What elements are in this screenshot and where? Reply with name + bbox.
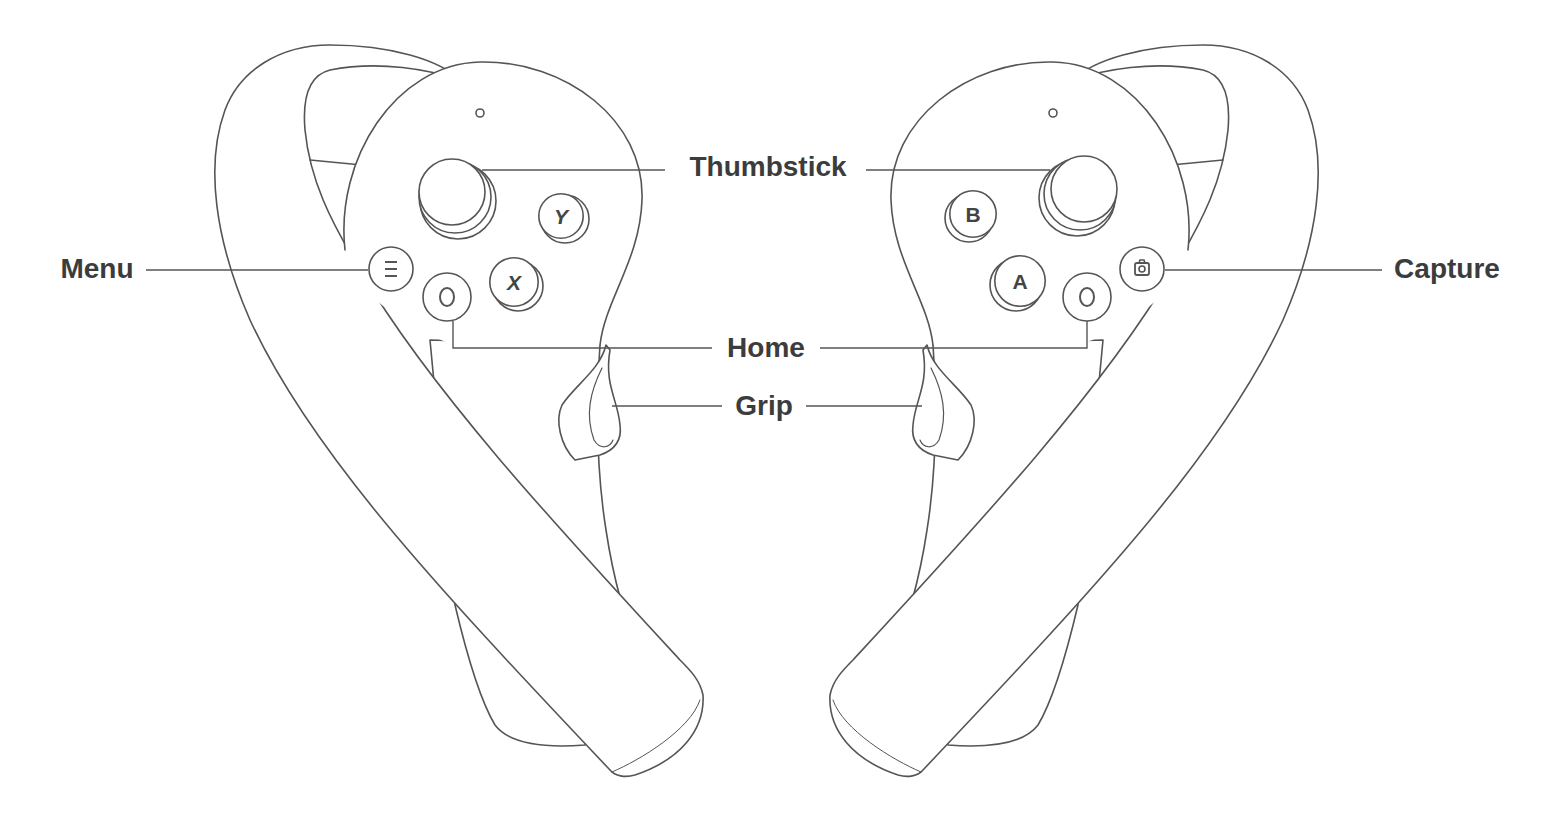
button-node: X — [489, 257, 539, 307]
button-circle — [539, 194, 583, 238]
part-name: Home — [727, 333, 805, 364]
button-circle — [995, 256, 1045, 306]
thumbstick-cap — [419, 159, 485, 225]
leader-line — [612, 405, 722, 406]
button-letter: X — [489, 257, 539, 307]
button-circle — [490, 258, 538, 306]
capture-icon-lens — [1139, 266, 1145, 272]
capture-icon — [1135, 263, 1149, 275]
leader-line — [820, 321, 1087, 348]
button-node: B — [949, 190, 997, 238]
leader-line — [146, 269, 368, 270]
leader-line — [482, 169, 665, 170]
button-letter: B — [949, 190, 997, 238]
menu-icon — [385, 262, 397, 276]
part-name: Grip — [735, 391, 793, 422]
part-name: Thumbstick — [689, 152, 846, 183]
button-letter: Y — [538, 193, 584, 239]
thumbstick-cap — [1051, 156, 1117, 222]
home-icon — [1080, 288, 1094, 306]
left-controller-body — [215, 45, 703, 776]
right-controller-body — [830, 45, 1318, 776]
leader-line — [806, 405, 922, 406]
menu-button — [369, 247, 413, 291]
part-name: Capture — [1394, 254, 1500, 285]
home-button — [1063, 273, 1111, 321]
leader-lines — [146, 170, 1382, 406]
capture-button — [1120, 247, 1164, 291]
capture-icon-top — [1139, 260, 1145, 263]
button-circle — [950, 191, 996, 237]
part-name: Menu — [60, 254, 133, 285]
home-icon — [440, 288, 454, 306]
leader-line — [1165, 269, 1382, 270]
leader-line — [866, 169, 1050, 170]
home-button — [423, 273, 471, 321]
button-node: A — [994, 255, 1046, 307]
button-letter: A — [994, 255, 1046, 307]
leader-line — [453, 321, 712, 348]
button-node: Y — [538, 193, 584, 239]
